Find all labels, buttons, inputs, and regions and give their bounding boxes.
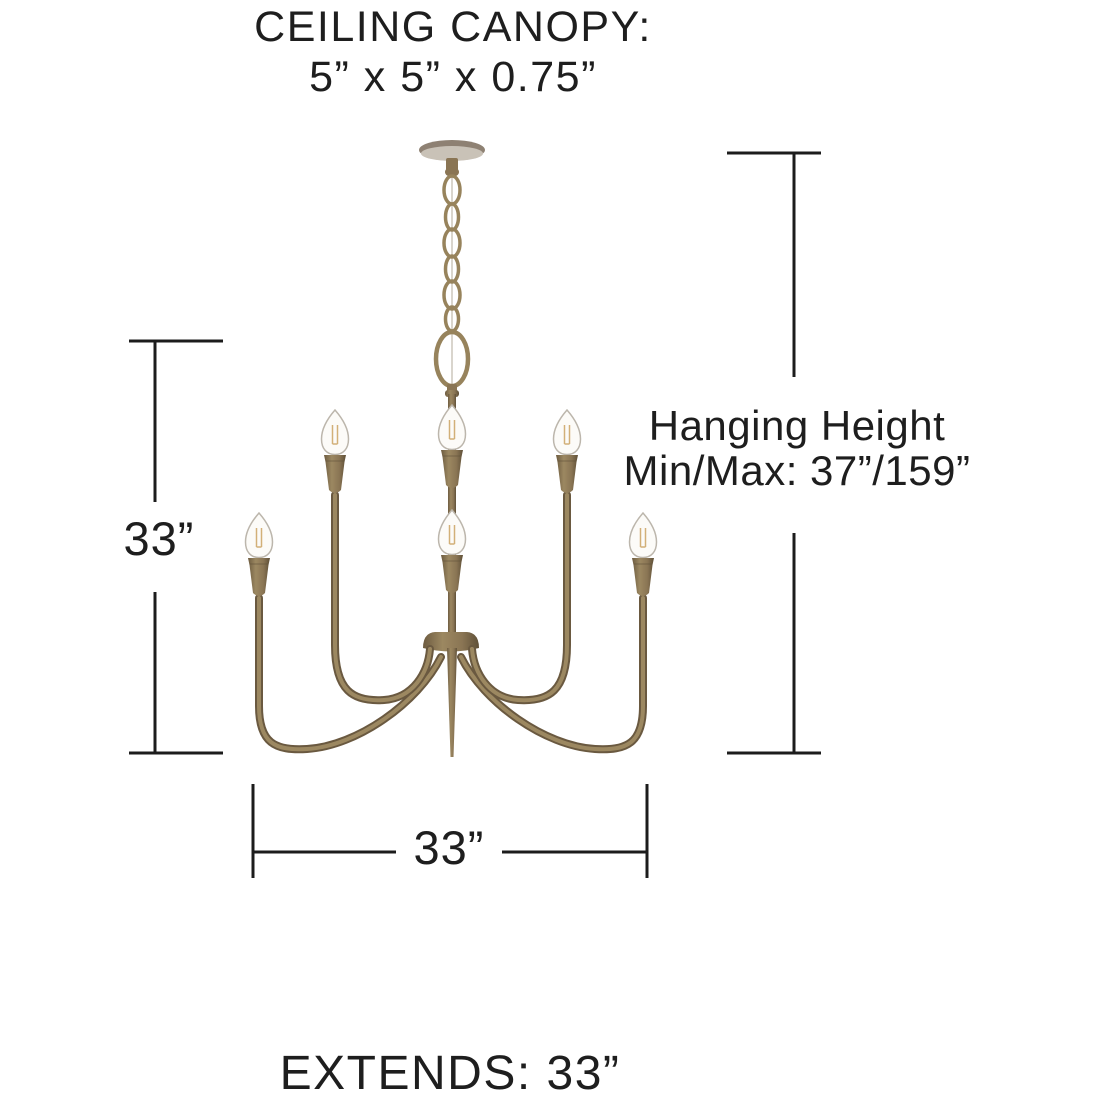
candle-mid-left — [320, 409, 350, 494]
ceiling-canopy-label-line1: CEILING CANOPY: — [254, 3, 652, 51]
arm-hub — [423, 632, 479, 652]
candle-outer-left — [244, 512, 274, 597]
candle-top-center — [437, 404, 467, 489]
arms — [255, 491, 647, 754]
hanging-height-label-line1: Hanging Height — [648, 402, 946, 449]
candle-outer-right — [628, 512, 658, 597]
hanging-height-dimension-line — [727, 151, 821, 755]
fixture-height-dimension-line — [129, 339, 223, 755]
candle-mid-right — [552, 409, 582, 494]
ceiling-canopy-label: CEILING CANOPY: 5” x 5” x 0.75” — [254, 2, 652, 102]
fixture-width-dimension-line — [251, 784, 649, 878]
fixture-width-value: 33” — [413, 821, 485, 874]
hanging-chain — [433, 174, 471, 396]
extends-label: EXTENDS: 33” — [279, 1047, 621, 1096]
ceiling-canopy — [419, 140, 485, 177]
candle-bottom-center — [437, 509, 467, 594]
chandelier-illustration — [244, 140, 658, 757]
finial-spike — [447, 648, 457, 757]
ceiling-canopy-label-line2: 5” x 5” x 0.75” — [309, 53, 597, 101]
hanging-height-label-line2: Min/Max: 37”/159” — [623, 447, 971, 494]
hanging-height-label: Hanging Height Min/Max: 37”/159” — [624, 403, 971, 493]
fixture-height-value: 33” — [123, 512, 195, 565]
